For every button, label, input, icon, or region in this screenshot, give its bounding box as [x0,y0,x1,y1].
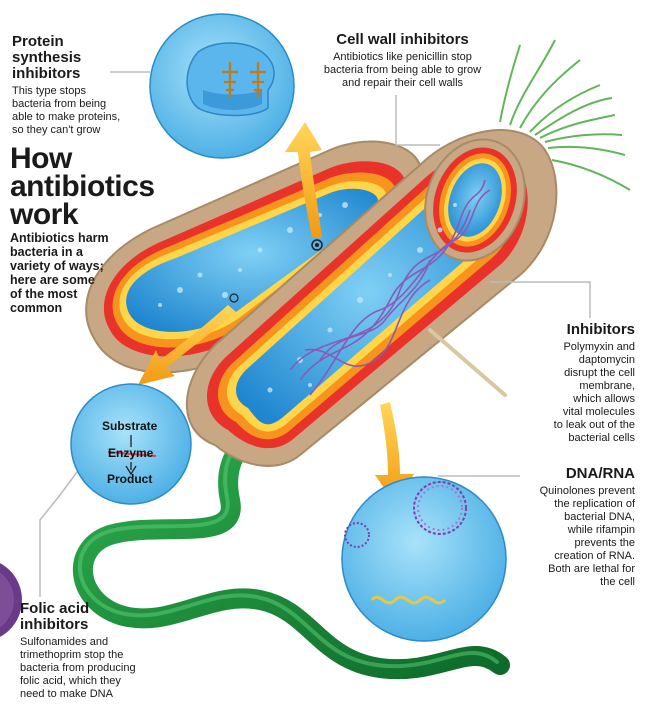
membrane-body: Polymyxin and daptomycin disrupt the cel… [553,341,635,444]
intro-text: Antibiotics harm bacteria in a variety o… [10,231,109,315]
dna-rna-callout: DNA/RNA Quinolones prevent the replicati… [500,466,635,589]
dna-strands [289,179,491,396]
page-title: How antibiotics work [10,142,155,231]
dna-rna-circle [341,476,507,642]
headline: How antibiotics work Antibiotics harm ba… [10,142,160,316]
pili [499,39,631,191]
folic-acid-body: Sulfonamides and trimethoprim stop the b… [20,636,136,700]
dna-rna-heading: DNA/RNA [565,465,635,482]
dna-rna-body: Quinolones prevent the replication of ba… [539,485,635,588]
membrane-callout: Inhibitors Polymyxin and daptomycin disr… [500,322,635,445]
rna-strand-icon [370,595,447,605]
membrane-heading: Inhibitors [566,321,635,338]
enzyme-label: Enzyme [108,446,154,460]
folic-acid-callout: Folic acid inhibitors Sulfonamides and t… [20,601,185,701]
dna-plasmid-icon [344,481,467,548]
ribosome-dots [158,202,457,393]
protein-synthesis-heading: Protein synthesis inhibitors [12,33,82,82]
protein-synthesis-body: This type stops bacteria from being able… [12,85,121,136]
product-label: Product [107,472,153,486]
cell-wall-heading: Cell wall inhibitors [336,31,469,48]
flagellum [73,415,510,680]
callout-lines [39,71,591,597]
ribosome-icon [186,42,275,117]
folic-acid-heading: Folic acid inhibitors [20,600,90,633]
bacterium-right-half [185,129,558,467]
cell-wall-body: Antibiotics like penicillin stop bacteri… [323,51,482,89]
protein-synthesis-callout: Protein synthesis inhibitors This type s… [12,34,152,137]
cell-wall-callout: Cell wall inhibitors Antibiotics like pe… [305,32,500,90]
substrate-label: Substrate [102,419,158,433]
